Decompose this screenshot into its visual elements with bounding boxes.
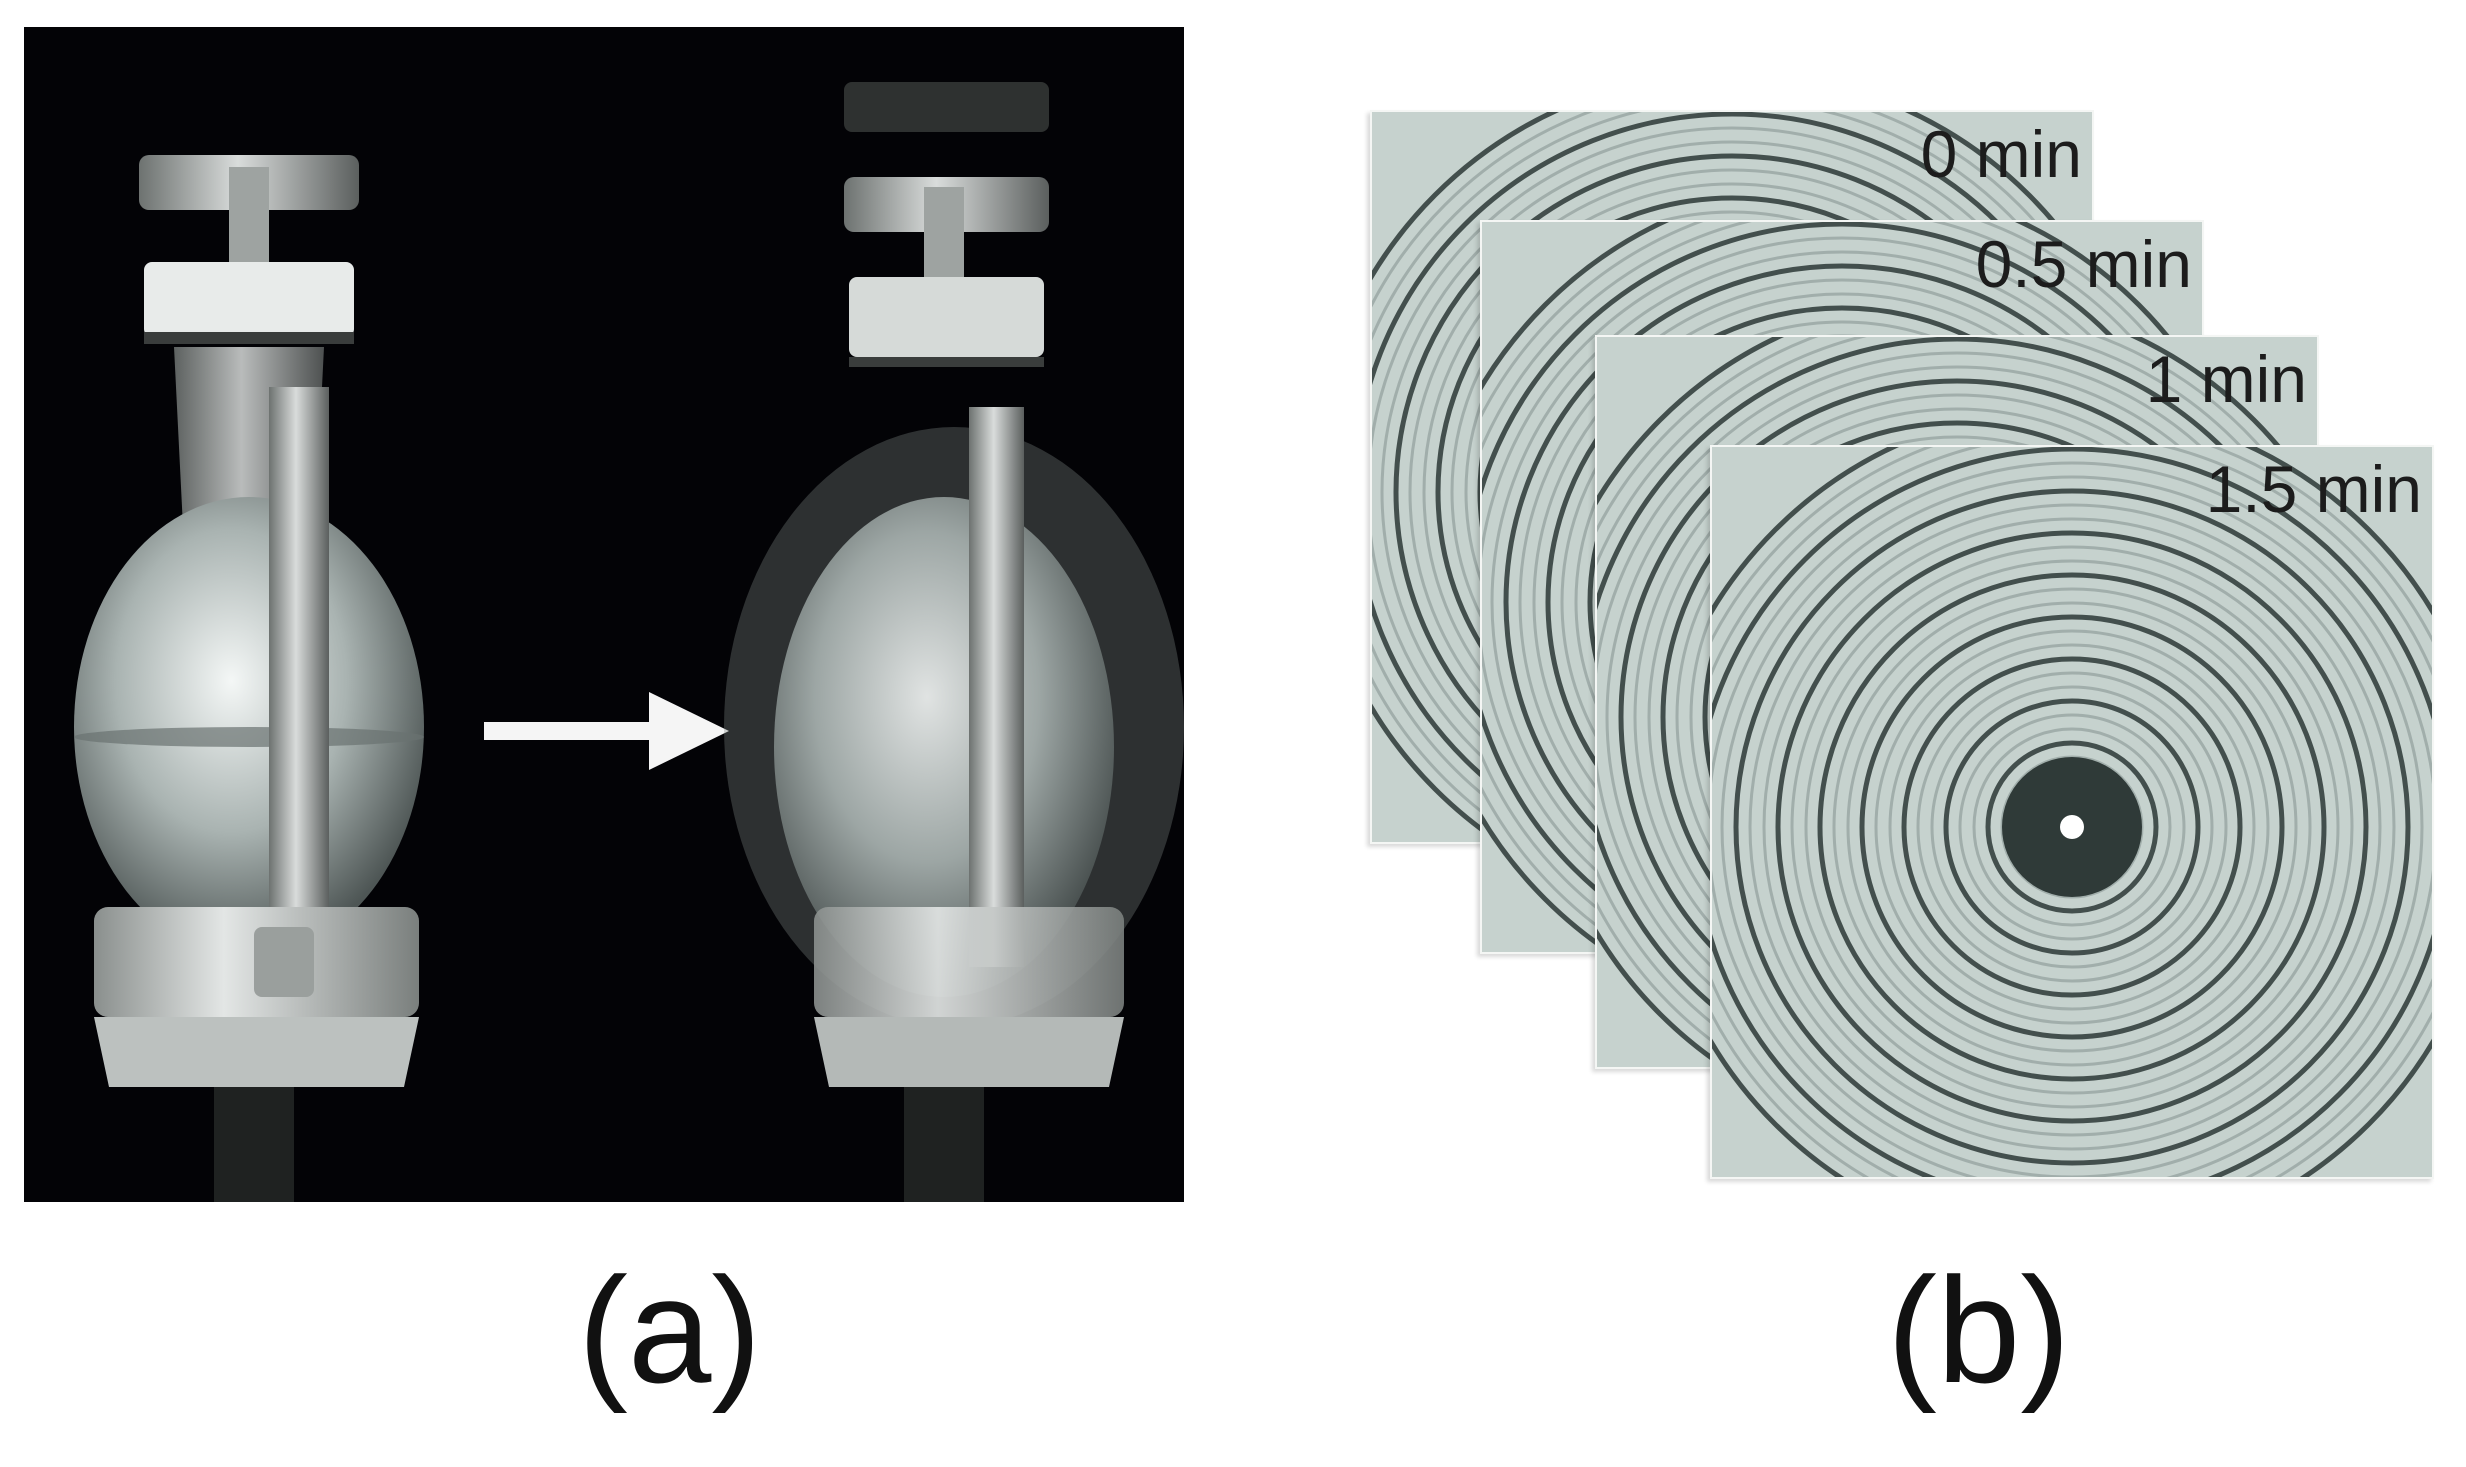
diffraction-ring — [1762, 517, 2382, 1137]
diffraction-ring — [1972, 727, 2172, 927]
diffraction-ring — [1372, 126, 2092, 842]
diffraction-ring — [1720, 475, 2424, 1177]
rig-after — [724, 82, 1184, 1202]
right-arrow-icon — [484, 692, 729, 770]
diffraction-ring — [1859, 614, 2285, 1040]
diffraction-panel-b: 0 min 0.5 min 1 min 1.5 min — [1370, 110, 2450, 1200]
diffraction-ring — [1985, 740, 2159, 914]
diffraction-frame: 1.5 min — [1710, 445, 2434, 1179]
diffraction-ring — [1930, 685, 2214, 969]
diffraction-ring — [1916, 671, 2228, 983]
frame-time-label: 1 min — [2145, 342, 2307, 416]
diffraction-ring — [1888, 643, 2256, 1011]
diffraction-ring — [1482, 222, 2202, 952]
diffraction-ring — [1832, 587, 2312, 1067]
diffraction-ring — [1748, 503, 2396, 1151]
frame-time-label: 1.5 min — [2205, 452, 2422, 526]
diffraction-ring — [1901, 656, 2243, 998]
frame-time-label: 0 min — [1920, 117, 2082, 191]
diffraction-ring — [1482, 236, 2202, 952]
rig-before — [74, 155, 424, 1202]
diffraction-ring — [1846, 601, 2298, 1053]
diffraction-ring — [1817, 572, 2327, 1082]
panel-caption-b: (b) — [1887, 1246, 2071, 1414]
photo-panel-a — [24, 27, 1184, 1202]
diffraction-ring — [1597, 351, 2317, 1067]
diffraction-ring — [1958, 713, 2186, 941]
diffraction-ring — [1804, 559, 2340, 1095]
panel-caption-a: (a) — [578, 1246, 762, 1414]
diffraction-ring — [1712, 461, 2432, 1177]
diffraction-ring — [1790, 545, 2354, 1109]
diffraction-ring — [1775, 530, 2369, 1124]
diffraction-ring — [1733, 488, 2411, 1166]
diffraction-rings — [1712, 447, 2432, 1177]
diffraction-ring — [1712, 447, 2432, 1177]
beam-spot — [2060, 815, 2084, 839]
diffraction-ring — [1372, 112, 2092, 842]
diffraction-ring — [1943, 698, 2201, 956]
frame-time-label: 0.5 min — [1975, 227, 2192, 301]
rig-photo — [74, 82, 1184, 1202]
diffraction-ring — [1874, 629, 2270, 1025]
diffraction-ring — [1597, 337, 2317, 1067]
